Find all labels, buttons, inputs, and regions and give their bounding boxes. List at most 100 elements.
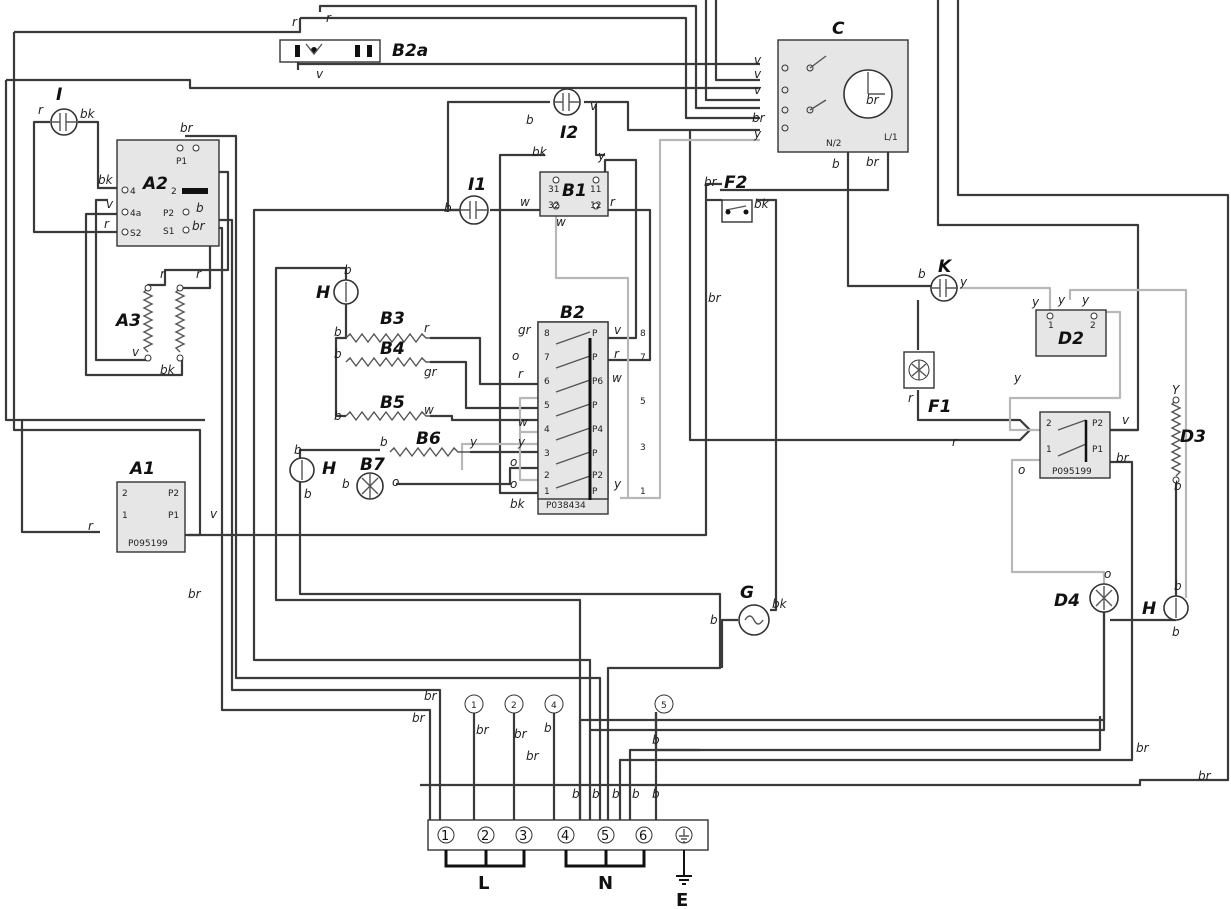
svg-text:b: b <box>544 721 552 735</box>
b7-lamp: B7 <box>356 455 385 500</box>
svg-text:5: 5 <box>544 401 550 411</box>
svg-text:b: b <box>572 787 580 801</box>
svg-text:4: 4 <box>551 701 557 711</box>
b2-part-number: P038434 <box>546 501 586 511</box>
svg-text:r: r <box>326 11 332 25</box>
svg-text:8: 8 <box>640 329 646 339</box>
a2-pin-4: 4 <box>130 187 136 197</box>
svg-text:o: o <box>1018 463 1025 477</box>
h-label-right: H <box>1142 599 1156 619</box>
i1-label: I1 <box>468 175 486 195</box>
b2-pin-labels: 8 7 6 5 4 3 2 1 P P P6 P P4 P P2 P 8 7 5… <box>544 329 646 497</box>
earth-terminal-icon <box>675 826 693 844</box>
terminal-6: 6 <box>635 826 653 844</box>
b3-element: B3 <box>345 309 430 344</box>
circled-ref-5: 5 <box>654 694 674 714</box>
svg-text:br: br <box>752 111 766 125</box>
svg-text:2: 2 <box>544 471 550 481</box>
a2-module: P1 2 4 4a P2 S2 S1 A2 <box>116 139 220 247</box>
svg-text:w: w <box>518 415 528 429</box>
svg-text:br: br <box>424 689 438 703</box>
svg-text:w: w <box>520 195 530 209</box>
svg-text:b: b <box>526 113 534 127</box>
b1-pin-12: 12 <box>590 201 601 211</box>
b1-pin-31: 31 <box>548 185 559 195</box>
h-label-top: H <box>316 283 330 303</box>
svg-text:b: b <box>1174 479 1182 493</box>
svg-text:r: r <box>614 347 620 361</box>
svg-text:b: b <box>344 263 352 277</box>
b6-element: B6 <box>389 429 470 458</box>
b2-selector-switch: P038434 B2 <box>537 303 609 515</box>
f2-thermostat: F2 <box>721 173 753 223</box>
b1-thermostat: 31 11 32 12 B1 <box>539 171 609 217</box>
d2-pin-2: 2 <box>1090 321 1096 331</box>
b1-label: B1 <box>562 181 587 201</box>
svg-text:o: o <box>1104 567 1111 581</box>
svg-text:gr: gr <box>518 323 532 337</box>
svg-text:y: y <box>469 435 478 449</box>
svg-text:4: 4 <box>561 829 569 844</box>
svg-text:b: b <box>334 347 342 361</box>
d1-part-number: P095199 <box>1052 467 1092 477</box>
svg-text:3: 3 <box>519 829 527 844</box>
c-pin-l1: L/1 <box>884 133 898 143</box>
svg-text:P: P <box>592 401 598 411</box>
svg-text:o: o <box>512 349 519 363</box>
svg-text:br: br <box>1116 451 1130 465</box>
f1-fan: F1 <box>903 351 951 417</box>
svg-text:b: b <box>612 787 620 801</box>
svg-text:w: w <box>612 371 622 385</box>
svg-text:b: b <box>1172 625 1180 639</box>
b4-label: B4 <box>380 339 405 359</box>
terminal-1: 1 <box>437 826 455 844</box>
a2-pin-s2: S2 <box>130 229 141 239</box>
svg-text:v: v <box>590 99 598 113</box>
b5-element: B5 <box>345 393 430 422</box>
svg-text:br: br <box>526 749 540 763</box>
svg-text:br: br <box>1198 769 1212 783</box>
svg-text:y: y <box>1031 295 1040 309</box>
c-pin-n2: N/2 <box>826 139 842 149</box>
h-label-lower: H <box>322 459 336 479</box>
svg-text:b: b <box>294 443 302 457</box>
c-label: C <box>832 19 845 39</box>
svg-text:bk: bk <box>160 363 176 377</box>
svg-text:b: b <box>196 201 204 215</box>
svg-text:5: 5 <box>640 397 646 407</box>
terminal-3: 3 <box>515 826 533 844</box>
h-lamp-right: H <box>1142 595 1189 621</box>
svg-text:br: br <box>192 219 206 233</box>
svg-text:v: v <box>1122 413 1130 427</box>
svg-text:b: b <box>918 267 926 281</box>
svg-text:b: b <box>380 435 388 449</box>
svg-text:v: v <box>754 67 762 81</box>
i2-capacitor: I2 <box>553 88 581 143</box>
svg-text:3: 3 <box>640 443 646 453</box>
svg-text:P: P <box>592 487 598 497</box>
b3-label: B3 <box>380 309 405 329</box>
svg-text:5: 5 <box>661 701 667 711</box>
b5-label: B5 <box>380 393 405 413</box>
svg-text:b: b <box>710 613 718 627</box>
wires <box>4 0 1230 820</box>
svg-text:P4: P4 <box>592 425 603 435</box>
svg-text:v: v <box>754 83 762 97</box>
i-capacitor: I <box>50 85 78 136</box>
svg-text:bk: bk <box>754 197 770 211</box>
svg-text:b: b <box>632 787 640 801</box>
d2-pin-1: 1 <box>1048 321 1054 331</box>
d1-pin-p2: P2 <box>1092 419 1103 429</box>
svg-text:v: v <box>614 323 622 337</box>
svg-text:8: 8 <box>544 329 550 339</box>
a2-pin-4a: 4a <box>130 209 141 219</box>
svg-text:b: b <box>652 787 660 801</box>
svg-text:br: br <box>412 711 426 725</box>
k-capacitor: K <box>930 257 958 302</box>
svg-text:3: 3 <box>544 449 550 459</box>
svg-text:w: w <box>556 215 566 229</box>
b2-label: B2 <box>560 303 585 323</box>
d2-label: D2 <box>1058 329 1084 349</box>
a1-pin-2: 2 <box>122 489 128 499</box>
